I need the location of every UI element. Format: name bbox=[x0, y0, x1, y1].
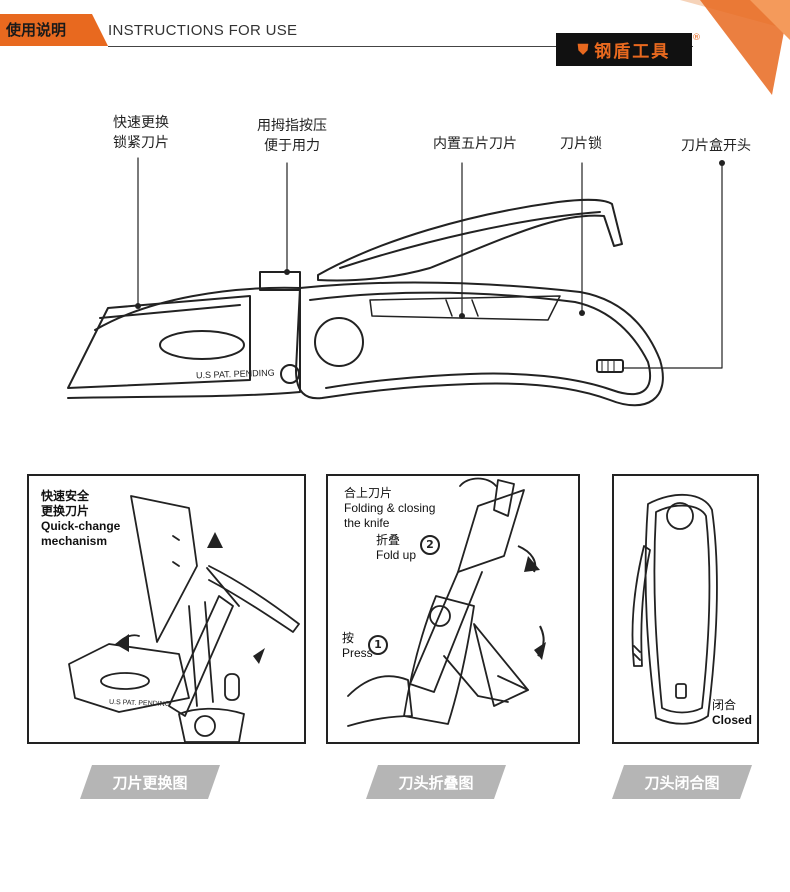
callout-five-blades-line1: 内置五片刀片 bbox=[433, 136, 517, 152]
step-2-en: Fold up bbox=[376, 548, 417, 562]
callout-five-blades: 内置五片刀片 bbox=[420, 134, 530, 154]
label-zh-line1: 合上刀片 bbox=[344, 486, 393, 500]
panel-fold-up-label: 合上刀片 Folding & closing the knife bbox=[344, 486, 435, 531]
label-zh-line1: 快速安全 bbox=[41, 489, 90, 503]
label-en-line1: Folding & closing bbox=[344, 501, 436, 515]
label-en-line1: Closed bbox=[712, 713, 753, 727]
brand-shield-icon: ⛊ bbox=[577, 41, 591, 58]
callout-thumb-press: 用拇指按压 便于用力 bbox=[244, 116, 340, 156]
callout-quick-change: 快速更换 锁紧刀片 bbox=[100, 113, 182, 153]
callout-thumb-press-line1: 用拇指按压 bbox=[257, 118, 327, 134]
brand-logo: ⛊ 钢盾工具 bbox=[556, 33, 692, 66]
caption-ribbon-1 bbox=[80, 765, 220, 799]
header-tag: 使用说明 bbox=[6, 21, 67, 39]
header-title: INSTRUCTIONS FOR USE bbox=[108, 22, 298, 39]
panel-quick-change-drawing bbox=[68, 495, 300, 742]
panel-quick-change-label: 快速安全 更换刀片 Quick-change mechanism bbox=[41, 489, 120, 549]
brand-registered-mark: ® bbox=[692, 33, 701, 43]
label-zh-line1: 闭合 bbox=[712, 698, 737, 712]
header-rule bbox=[108, 46, 693, 47]
panel-closed: 闭合 Closed bbox=[612, 474, 759, 744]
label-en-line1: Quick-change bbox=[41, 519, 121, 533]
callout-box-opening-line1: 刀片盒开头 bbox=[681, 138, 751, 154]
step-2-zh: 折叠 bbox=[376, 533, 401, 547]
callout-quick-change-line2: 锁紧刀片 bbox=[113, 135, 169, 151]
panel-quick-change: 快速安全 更换刀片 Quick-change mechanism U.S PAT… bbox=[27, 474, 306, 744]
caption-quick-change: 刀片更换图 bbox=[112, 774, 188, 792]
callout-quick-change-line1: 快速更换 bbox=[113, 115, 169, 131]
brand-name: 钢盾工具 bbox=[594, 42, 671, 62]
callout-thumb-press-line2: 便于用力 bbox=[264, 138, 320, 154]
panel-fold-up: 合上刀片 Folding & closing the knife 折叠 Fold… bbox=[326, 474, 580, 744]
step-1-zh: 按 bbox=[342, 631, 355, 645]
callout-blade-lock-line1: 刀片锁 bbox=[560, 136, 602, 152]
knife-illustration bbox=[67, 157, 725, 407]
callout-box-opening: 刀片盒开头 bbox=[668, 136, 764, 156]
caption-fold-up: 刀头折叠图 bbox=[398, 774, 474, 792]
step-2-number: 2 bbox=[420, 535, 440, 555]
caption-ribbon-2 bbox=[366, 765, 506, 799]
corner-decoration bbox=[680, 0, 790, 95]
panel-fold-up-drawing bbox=[347, 477, 546, 727]
step-1-number: 1 bbox=[368, 635, 388, 655]
label-zh-line2: 更换刀片 bbox=[41, 504, 90, 518]
step-1-en: Press bbox=[342, 646, 373, 660]
label-en-line2: the knife bbox=[344, 516, 390, 530]
callout-blade-lock: 刀片锁 bbox=[548, 134, 614, 154]
label-en-line2: mechanism bbox=[41, 534, 108, 548]
panel-closed-label: 闭合 Closed bbox=[712, 698, 752, 728]
header-tag-shape bbox=[0, 14, 108, 46]
step-2-label: 折叠 Fold up bbox=[376, 533, 416, 563]
panel-closed-drawing bbox=[631, 493, 718, 725]
caption-closed: 刀头闭合图 bbox=[644, 774, 720, 792]
caption-ribbon-3 bbox=[612, 765, 752, 799]
step-1-label: 按 Press bbox=[342, 631, 373, 661]
